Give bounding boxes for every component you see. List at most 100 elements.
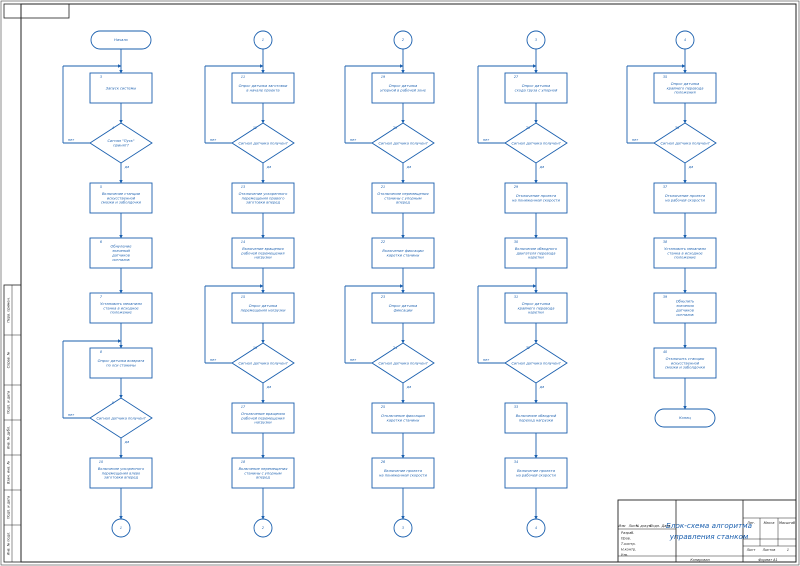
block-number: 38 [663,240,668,244]
title-block-header: Подп. [650,524,660,528]
block-text: по оси станины [106,364,136,368]
block-number: 7 [100,295,103,299]
exit-connector-label: 2 [262,526,264,530]
title-block-right-header: Масштаб [779,521,795,525]
yes-label: да [266,385,271,389]
block-text: вперед [256,476,270,480]
side-strip-label: Инв. № дубл. [7,426,11,449]
no-label: нет [68,413,75,417]
block-text: на пониженной скорости [512,199,561,203]
start-terminator-label: Начало [114,38,129,42]
block-text: Обнуление [111,245,133,249]
yes-label: да [688,165,693,169]
block-text: Включение фиксации [382,249,424,253]
block-text: схода груза с упорной [515,89,558,93]
block-number: 10 [99,460,103,464]
block-text: положение [110,311,132,315]
block-text: на рабочей скорости [665,199,705,203]
exit-connector [111,518,131,538]
block-text: Опрос датчика [389,304,417,308]
title-block-right-header: Масса [764,521,775,525]
process-block [371,72,435,104]
block-number: 40 [663,350,667,354]
block-number: 5 [100,185,102,189]
sheets-label: Листов [762,548,776,552]
block-text: Опрос датчика заготовки [239,84,288,88]
process-block [504,457,568,489]
block-number: 39 [663,295,667,299]
block-number: 9 [112,401,114,405]
block-text: Включение обводного [515,247,558,251]
block-text: упорной в рабочей зоне [379,89,426,93]
side-strip-label: Справ. № [7,351,11,368]
side-strip-label: Подп. и дата [7,496,11,519]
block-text: Отключение фиксации [381,414,425,418]
block-text: нагрузки [254,421,272,425]
block-text: Сигнал датчика получен? [378,141,427,145]
yes-label: да [266,165,271,169]
block-text: Сигнал датчика получен? [238,141,287,145]
block-text: Опрос датчика [522,84,550,88]
process-block [89,182,153,214]
block-text: Установить механизм [664,247,706,251]
block-text: Сигнал датчика получен? [378,361,427,365]
block-text: Сигнал датчика получен? [238,361,287,365]
no-label: нет [350,358,357,362]
block-text: Отключение ускоренного [239,192,289,196]
title-block-header: Изм [619,524,626,528]
block-number: 31 [514,295,518,299]
block-number: 13 [241,185,245,189]
block-number: 25 [381,405,385,409]
block-text: Включение проекта [384,469,422,473]
block-text: Опрос датчика [249,304,277,308]
yes-label: да [124,165,129,169]
process-block [371,182,435,214]
block-text: Установить механизм [100,302,142,306]
side-strip-label: Перв. примен. [7,297,11,322]
title-block-row-label: Н.контр. [621,548,636,552]
exit-connector-label: 1 [120,526,122,530]
block-text: Обнулить [676,300,694,304]
process-block [89,72,153,104]
no-label: нет [210,358,217,362]
block-number: 4 [112,126,114,130]
title-block: Блок-схема алгоритма управления станком … [617,499,797,563]
block-text: в начале проекта [246,89,279,93]
block-number: 20 [393,126,397,130]
block-number: 23 [381,295,385,299]
entry-connector-label: 2 [402,38,404,42]
process-block [89,292,153,324]
block-text: двигателя перевода [516,251,556,255]
side-strip-label: Инв. № подл. [7,532,11,555]
block-number: 21 [381,185,385,189]
block-text: каретки станины [387,419,420,423]
block-text: Сигнал "Пуск" [107,139,134,143]
block-number: 30 [514,240,518,244]
block-text: Сигнал датчика получен? [511,141,560,145]
block-number: 17 [241,405,246,409]
block-text: Сигнал датчика получен? [511,361,560,365]
block-text: Сигнал датчика получен? [96,416,145,420]
title-block-row-label: Пров. [621,537,631,541]
process-block [504,402,568,434]
block-number: 37 [663,185,668,189]
side-strip-label: Подп. и дата [7,391,11,414]
no-label: нет [483,138,490,142]
process-block [231,72,295,104]
block-text: сигналов [112,258,129,262]
block-number: 33 [514,405,518,409]
block-text: крайнего перевода [667,86,704,90]
title-block-header: Дата [661,524,671,528]
title-block-row-label: Разраб. [621,531,634,535]
process-block [89,347,153,379]
block-text: Отключение перемещения [377,192,429,196]
process-block [231,237,295,269]
block-text: каретки [528,311,544,315]
exit-connector [526,518,546,538]
